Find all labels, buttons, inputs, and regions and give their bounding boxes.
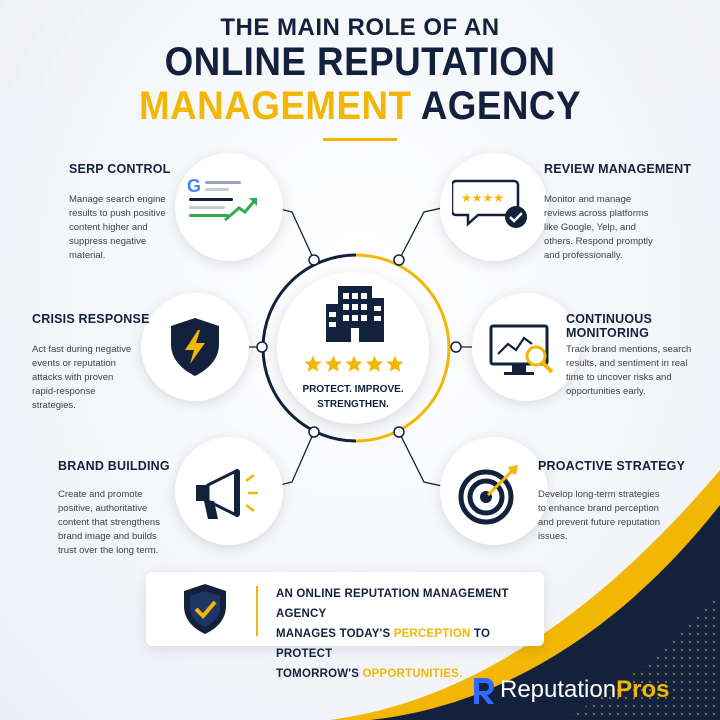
shield-lightning-icon: [171, 318, 219, 376]
summary-separator: [256, 586, 258, 636]
review-text: Monitor and manage reviews across platfo…: [544, 194, 653, 261]
review-title: REVIEW MANAGEMENT: [544, 162, 692, 176]
crisis-title: CRISIS RESPONSE: [32, 312, 150, 326]
brand-name: ReputationPros: [500, 676, 669, 704]
title-line-3: MANAGEMENT AGENCY: [29, 84, 691, 129]
summary-highlight-opportunities: OPPORTUNITIES.: [362, 668, 463, 680]
brand-text: Create and promote positive, authoritati…: [58, 489, 160, 556]
rating-star: [304, 355, 322, 372]
summary-line-3-pre: TOMORROW'S: [276, 668, 363, 680]
brand-title: BRAND BUILDING: [58, 459, 170, 473]
proactive-text: Develop long-term strategies to enhance …: [538, 489, 661, 542]
brand-name-regular: Reputation: [500, 676, 617, 703]
svg-text:G: G: [187, 176, 201, 196]
monitoring-text: Track brand mentions, search results, an…: [566, 344, 692, 397]
brand-name-bold: Pros: [616, 676, 670, 703]
serp-text: Manage search engine results to push pos…: [69, 194, 166, 261]
review-bubble-icon: ★★★★: [452, 179, 527, 228]
reputation-pros-logo-icon: [474, 678, 494, 704]
summary-line-3: TOMORROW'S OPPORTUNITIES.: [276, 664, 538, 684]
crisis-text: Act fast during negative events or reput…: [32, 344, 132, 411]
monitor-chart-icon: [489, 324, 554, 375]
shield-check-icon: [184, 584, 226, 634]
monitoring-title: CONTINUOUS MONITORING: [566, 312, 653, 340]
building-icon: [326, 286, 384, 342]
summary-line-2: MANAGES TODAY'S PERCEPTION TO PROTECT: [276, 624, 538, 664]
summary-line-2-pre: MANAGES TODAY'S: [276, 628, 394, 640]
svg-text:★★★★: ★★★★: [461, 191, 504, 205]
google-serp-icon: G: [187, 176, 257, 222]
summary-line-2-post: TO PROTECT: [276, 628, 491, 660]
rating-star: [345, 355, 363, 372]
title-line-1: THE MAIN ROLE OF AN: [220, 14, 500, 41]
proactive-title: PROACTIVE STRATEGY: [538, 459, 686, 473]
summary-highlight-perception: PERCEPTION: [393, 628, 471, 640]
center-tagline: PROTECT. IMPROVE. STRENGTHEN.: [302, 384, 404, 410]
target-icon: [458, 465, 518, 525]
summary-text: AN ONLINE REPUTATION MANAGEMENT AGENCY M…: [276, 584, 538, 684]
title-underline: [323, 138, 397, 141]
rating-star: [324, 355, 343, 372]
rating-star: [365, 355, 384, 372]
summary-line-1: AN ONLINE REPUTATION MANAGEMENT AGENCY: [276, 588, 509, 620]
megaphone-icon: [196, 468, 258, 519]
star-rating: [304, 355, 404, 372]
rating-star: [386, 355, 404, 372]
title-line-2: ONLINE REPUTATION: [164, 40, 556, 84]
serp-title: SERP CONTROL: [69, 162, 171, 176]
title-highlight: MANAGEMENT: [139, 84, 412, 128]
title-rest: AGENCY: [420, 84, 581, 128]
